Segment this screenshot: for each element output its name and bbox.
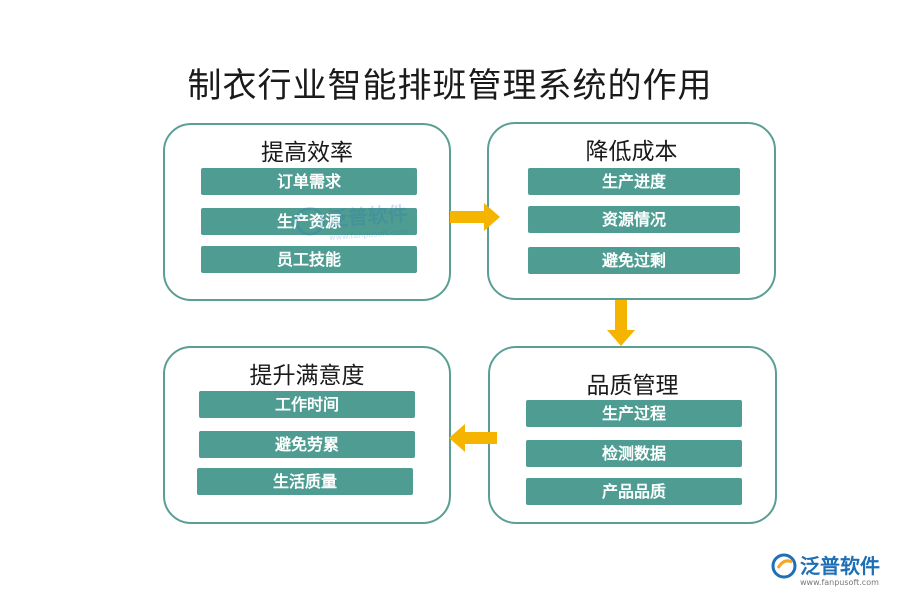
item-production-resources: 生产资源: [201, 208, 417, 235]
page-title: 制衣行业智能排班管理系统的作用: [187, 66, 713, 106]
watermark-logo: 泛普软件 www.fanpusoft.com: [290, 194, 423, 251]
arrow-down-icon: [607, 300, 635, 346]
item-order-demand: 订单需求: [201, 168, 417, 195]
arrow-left-icon: [449, 424, 497, 452]
item-employee-skills: 员工技能: [201, 246, 417, 273]
panel-quality-management: 品质管理 生产过程 检测数据 产品品质: [488, 346, 777, 524]
item-production-progress: 生产进度: [528, 168, 740, 195]
panel-improve-efficiency: 提高效率 订单需求 生产资源 员工技能: [163, 123, 451, 301]
brand-logo: 泛普软件 www.fanpusoft.com: [770, 548, 900, 598]
svg-text:泛普软件: 泛普软件: [327, 201, 408, 231]
fanpu-logo-icon: [771, 553, 797, 579]
panel-title: 降低成本: [585, 139, 678, 165]
panel-title: 提高效率: [261, 140, 353, 166]
item-inspection-data: 检测数据: [526, 440, 742, 467]
item-working-hours: 工作时间: [199, 391, 415, 418]
panel-improve-satisfaction: 提升满意度 工作时间 避免劳累 生活质量: [163, 346, 451, 524]
panel-title: 品质管理: [586, 373, 679, 399]
logo-url: www.fanpusoft.com: [800, 578, 879, 587]
item-avoid-fatigue: 避免劳累: [199, 431, 415, 458]
logo-name: 泛普软件: [800, 554, 880, 578]
item-resource-status: 资源情况: [528, 206, 740, 233]
arrow-right-icon: [450, 203, 500, 231]
item-production-process: 生产过程: [526, 400, 742, 427]
item-product-quality: 产品品质: [526, 478, 742, 505]
item-avoid-surplus: 避免过剩: [528, 247, 740, 274]
panel-reduce-cost: 降低成本 生产进度 资源情况 避免过剩: [487, 122, 776, 300]
panel-title: 提升满意度: [249, 363, 365, 389]
item-quality-of-life: 生活质量: [197, 468, 413, 495]
